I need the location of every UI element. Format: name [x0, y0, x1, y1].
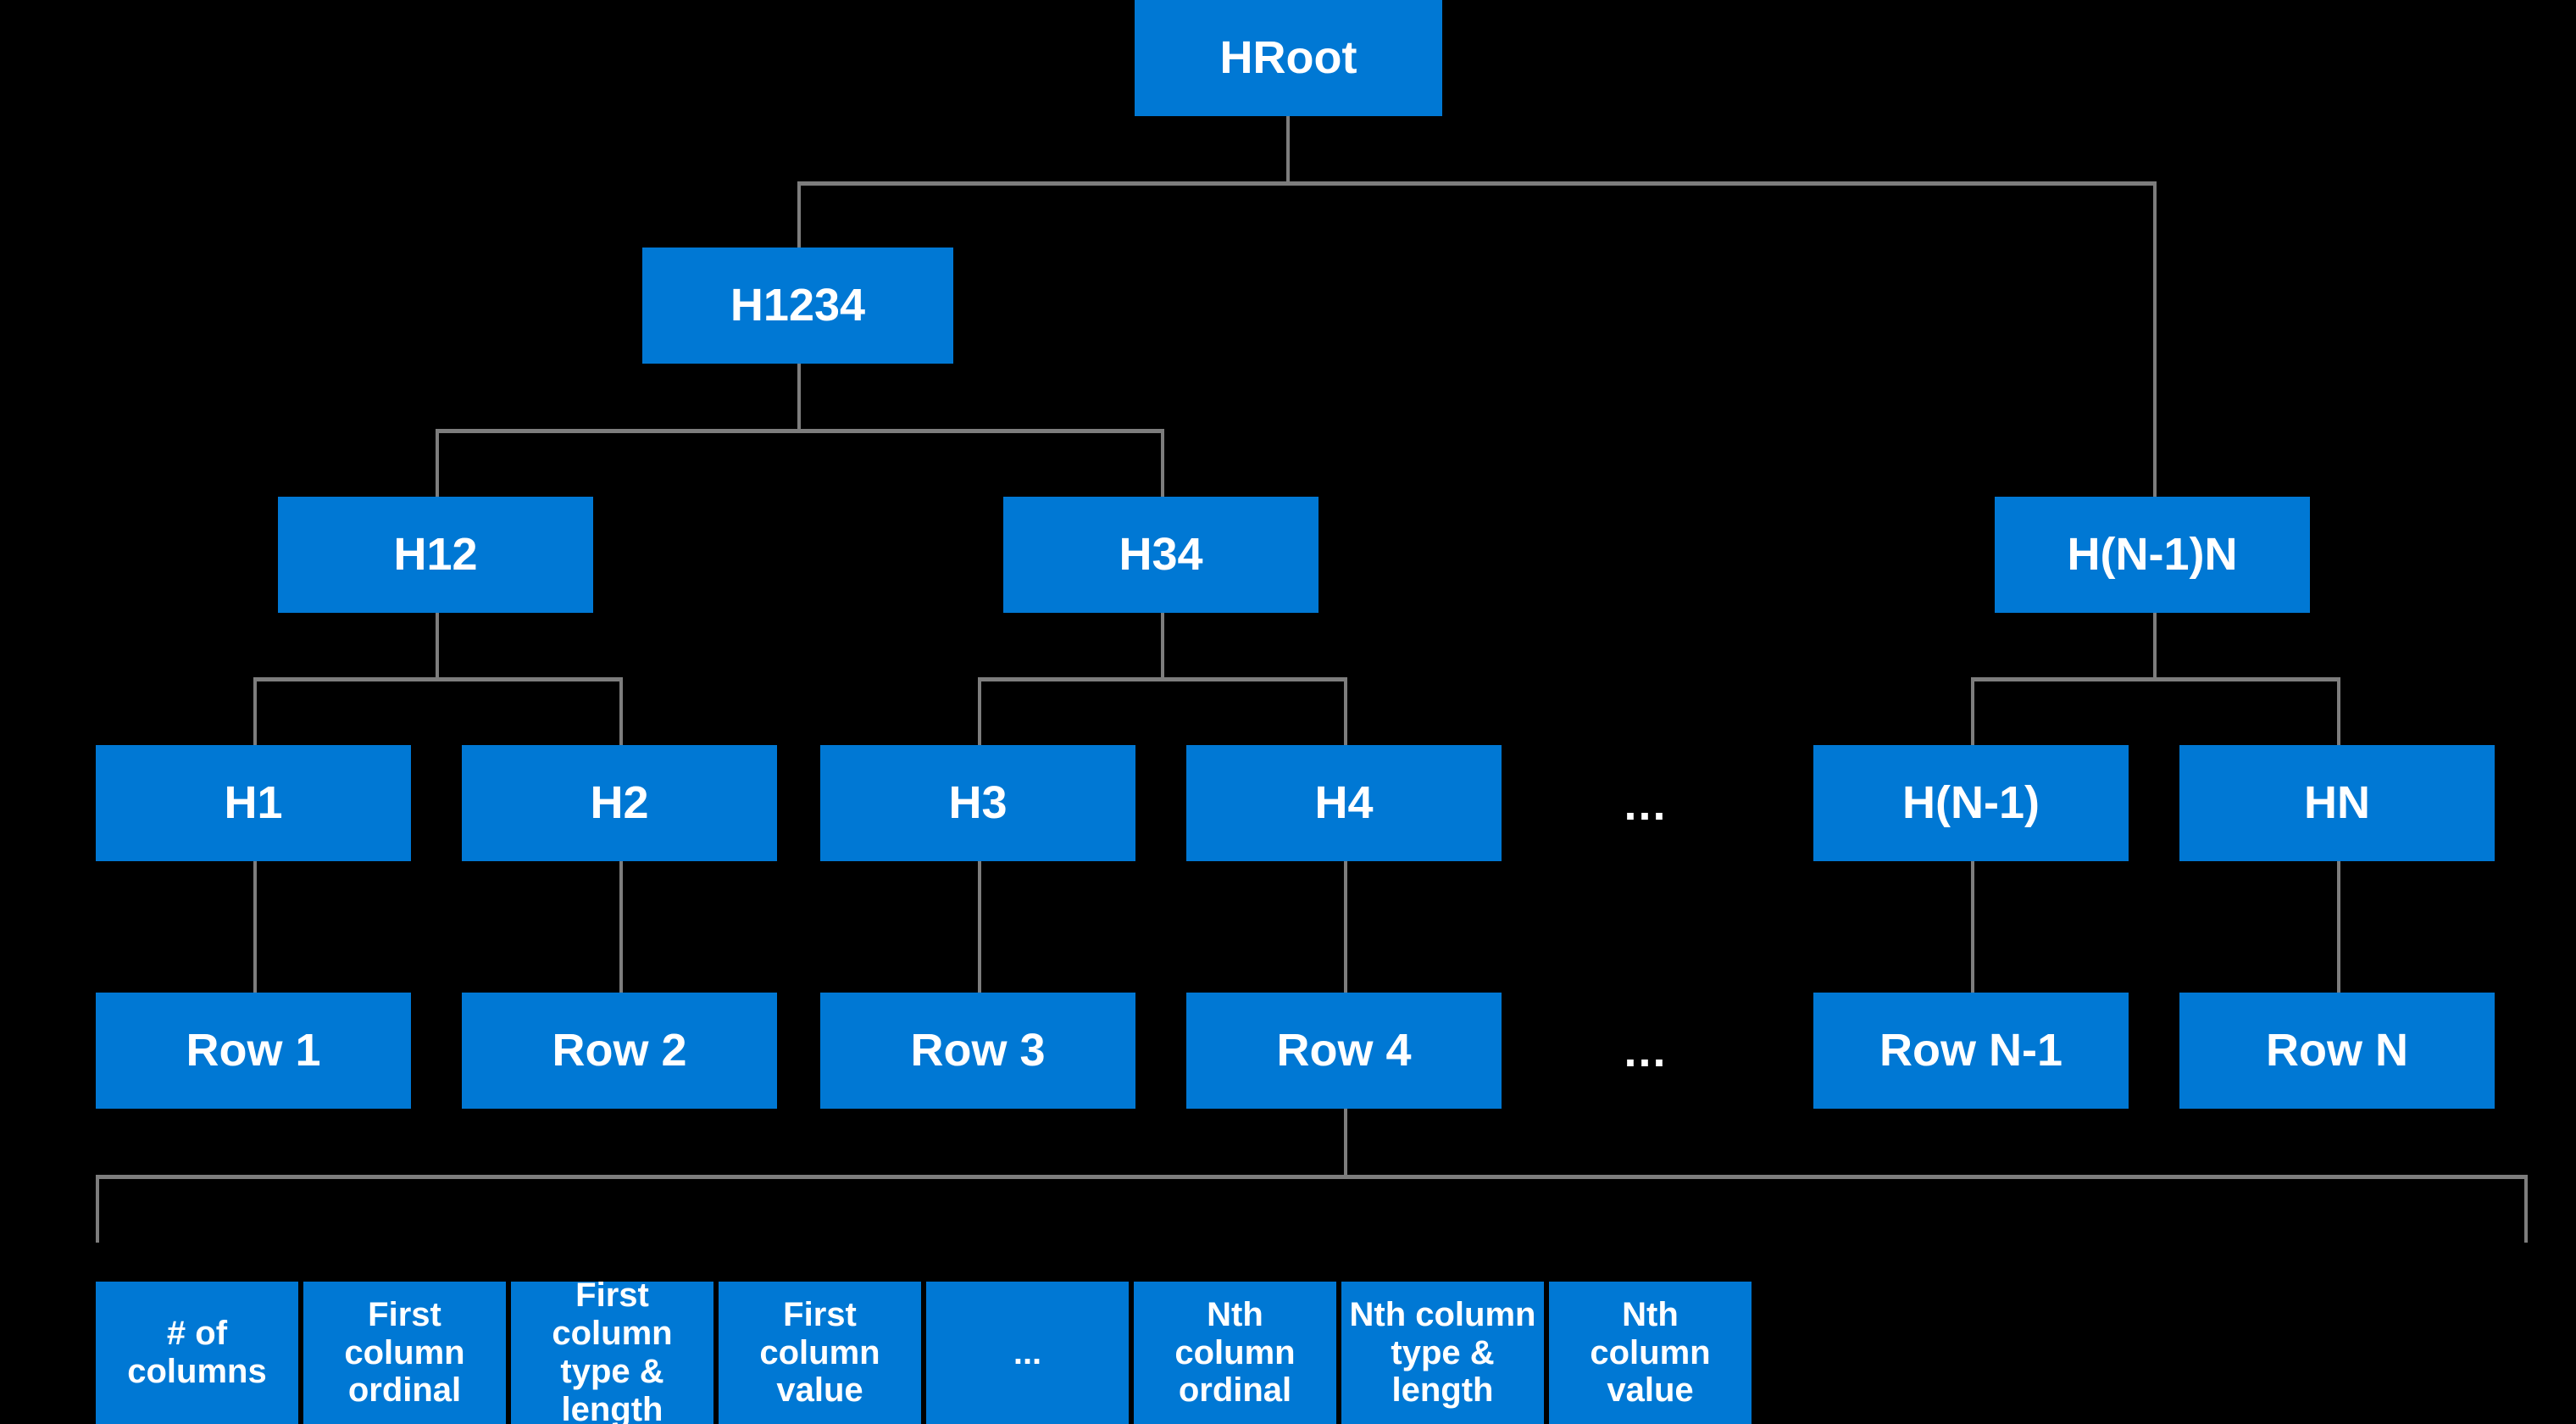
node-hroot[interactable]: HRoot — [1135, 0, 1442, 116]
connector-h3-to-row3 — [978, 861, 981, 993]
connector-h1234-bus — [436, 429, 1164, 433]
node-h2[interactable]: H2 — [462, 745, 777, 861]
connector-h12-to-h1 — [253, 677, 257, 745]
connector-hroot-to-hn1n — [2153, 181, 2157, 497]
connector-hn1n-stem — [2153, 613, 2157, 681]
connector-hroot-to-h1234 — [797, 181, 801, 248]
connector-hroot-bus — [797, 181, 2157, 186]
layout-cell-ellipsis[interactable]: ... — [926, 1282, 1129, 1424]
connector-hn-1-to-rown-1 — [1971, 861, 1974, 993]
layout-cell-nth-column-type-length[interactable]: Nth column type & length — [1341, 1282, 1544, 1424]
connector-h2-to-row2 — [619, 861, 623, 993]
layout-cell-nth-column-ordinal[interactable]: Nth column ordinal — [1134, 1282, 1336, 1424]
connector-h12-to-h2 — [619, 677, 623, 745]
connector-layout-bus — [96, 1175, 2528, 1179]
node-hn-1-n[interactable]: H(N-1)N — [1995, 497, 2310, 613]
connector-h1234-stem — [797, 364, 801, 431]
connector-hn1n-bus — [1971, 677, 2340, 681]
layout-cell-first-column-type-length[interactable]: First column type & length — [511, 1277, 713, 1424]
connector-hn-to-rown — [2337, 861, 2340, 993]
node-row-n-1[interactable]: Row N-1 — [1813, 993, 2129, 1109]
node-hn-1[interactable]: H(N-1) — [1813, 745, 2129, 861]
hash-level-ellipsis-icon: ... — [1624, 779, 1668, 830]
node-h1234[interactable]: H1234 — [642, 248, 953, 364]
layout-cell-line1: # of — [166, 1315, 228, 1353]
node-row-1[interactable]: Row 1 — [96, 993, 411, 1109]
node-h3[interactable]: H3 — [820, 745, 1135, 861]
connector-h34-stem — [1161, 613, 1164, 681]
layout-cell-line1: First column — [344, 1295, 465, 1371]
layout-cell-first-column-ordinal[interactable]: First column ordinal — [303, 1282, 506, 1424]
connector-h34-bus — [978, 677, 1347, 681]
layout-cell-line1: Nth column — [1349, 1295, 1536, 1333]
connector-h34-to-h3 — [978, 677, 981, 745]
layout-cell-line2: ordinal — [347, 1371, 462, 1410]
node-row-3[interactable]: Row 3 — [820, 993, 1135, 1109]
node-hn[interactable]: HN — [2179, 745, 2495, 861]
node-h34[interactable]: H34 — [1003, 497, 1319, 613]
connector-row4-to-layout — [1344, 1108, 1347, 1177]
layout-cell-line2: type & length — [1391, 1333, 1495, 1410]
layout-cell-first-column-value[interactable]: First column value — [719, 1282, 921, 1424]
layout-cell-line2: column value — [759, 1333, 880, 1410]
layout-cell-line1: Nth — [1207, 1295, 1263, 1333]
layout-cell-nth-column-value[interactable]: Nth column value — [1549, 1282, 1752, 1424]
connector-hn1n-to-hn-1 — [1971, 677, 1974, 745]
connector-hn1n-to-hn — [2337, 677, 2340, 745]
connector-h34-to-h4 — [1344, 677, 1347, 745]
rows-level-ellipsis-icon: ... — [1624, 1026, 1668, 1076]
node-row-4[interactable]: Row 4 — [1186, 993, 1502, 1109]
connector-layout-left-leg — [96, 1175, 99, 1243]
connector-hroot-stem — [1286, 116, 1290, 184]
node-h4[interactable]: H4 — [1186, 745, 1502, 861]
layout-cell-line1: Nth — [1622, 1295, 1679, 1333]
connector-h12-bus — [253, 677, 623, 681]
layout-cell-line1: First column — [552, 1277, 673, 1353]
layout-cell-column-count[interactable]: # of columns — [96, 1282, 298, 1424]
layout-cell-line2: column value — [1590, 1333, 1711, 1410]
layout-cell-ellipsis-icon: ... — [1013, 1333, 1042, 1371]
layout-cell-line2: columns — [127, 1353, 267, 1390]
node-h12[interactable]: H12 — [278, 497, 593, 613]
connector-h1234-to-h12 — [436, 429, 439, 498]
connector-h12-stem — [436, 613, 439, 681]
connector-h1234-to-h34 — [1161, 429, 1164, 498]
layout-cell-line1: First — [783, 1295, 857, 1333]
layout-cell-line2: column ordinal — [1174, 1333, 1296, 1410]
node-h1[interactable]: H1 — [96, 745, 411, 861]
node-row-2[interactable]: Row 2 — [462, 993, 777, 1109]
node-row-n[interactable]: Row N — [2179, 993, 2495, 1109]
connector-h4-to-row4 — [1344, 861, 1347, 993]
connector-h1-to-row1 — [253, 861, 257, 993]
layout-cell-line2: type & length — [560, 1353, 664, 1424]
connector-layout-right-leg — [2524, 1175, 2528, 1243]
